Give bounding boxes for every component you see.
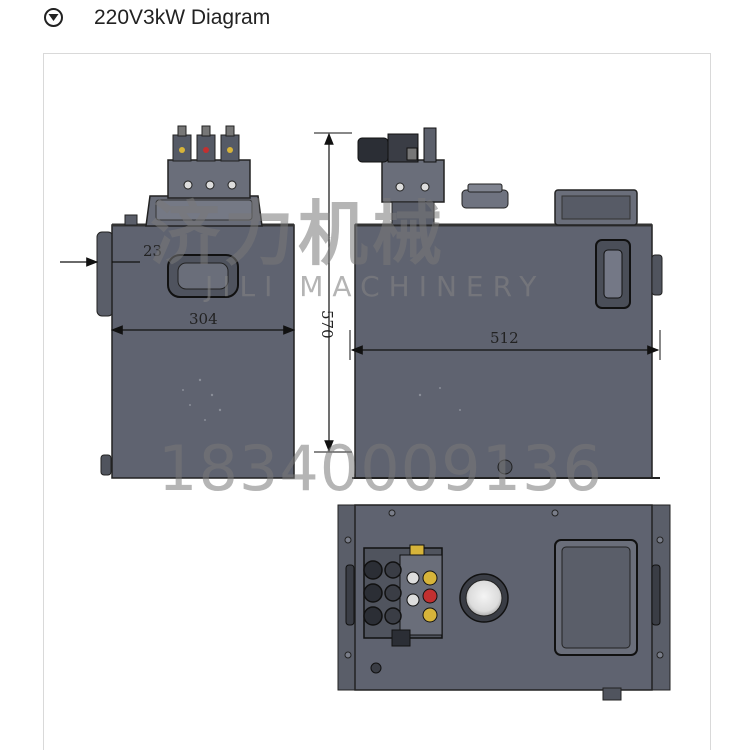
top-view [337, 504, 671, 701]
watermark-brand-cn: 济力机械 [150, 193, 446, 275]
dim-front-width: 512 [490, 329, 519, 347]
side-view: 23 304 [60, 125, 296, 479]
height-dimension: 570 [314, 132, 352, 453]
collapse-toggle-icon[interactable] [44, 8, 63, 27]
section-header: 220V3kW Diagram [0, 0, 750, 40]
front-view: 512 [349, 127, 663, 479]
section-title: 220V3kW Diagram [94, 6, 271, 29]
watermark-brand-en: JILI MACHINERY [205, 270, 546, 303]
dim-height: 570 [318, 310, 336, 339]
dim-side-tab: 23 [143, 242, 162, 260]
dim-side-width: 304 [189, 310, 218, 328]
watermark-phone: 18340009136 [158, 432, 603, 505]
